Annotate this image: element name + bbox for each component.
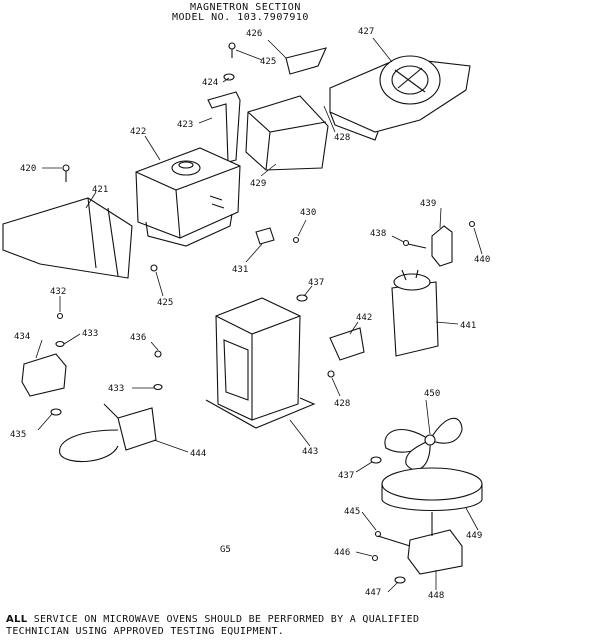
fan-blade-450 xyxy=(384,417,463,471)
warning-line-1: SERVICE ON MICROWAVE OVENS SHOULD BE PER… xyxy=(27,614,420,625)
label-433-right: 433 xyxy=(108,384,124,394)
label-449: 449 xyxy=(466,531,482,541)
screw-438 xyxy=(402,239,427,249)
screw-420 xyxy=(62,164,70,182)
wire-harness-444 xyxy=(59,403,157,463)
model-number: MODEL NO. 103.7907910 xyxy=(172,12,309,23)
service-warning-note: ALL SERVICE ON MICROWAVE OVENS SHOULD BE… xyxy=(6,614,419,638)
label-440: 440 xyxy=(474,255,490,265)
figure-code: G5 xyxy=(220,545,231,555)
washer-435 xyxy=(50,408,62,416)
label-446: 446 xyxy=(334,548,350,558)
label-436: 436 xyxy=(130,333,146,343)
label-420: 420 xyxy=(20,164,36,174)
label-443: 443 xyxy=(302,447,318,457)
thermal-protector-434 xyxy=(21,353,67,397)
label-423: 423 xyxy=(177,120,193,130)
blower-fan-assembly xyxy=(329,55,471,141)
label-438: 438 xyxy=(370,229,386,239)
washer-424 xyxy=(223,73,235,81)
leader-lines xyxy=(35,37,483,593)
label-447: 447 xyxy=(365,588,381,598)
label-437-upper: 437 xyxy=(308,278,324,288)
label-434: 434 xyxy=(14,332,30,342)
label-428-top: 428 xyxy=(334,133,350,143)
label-421: 421 xyxy=(92,185,108,195)
screw-436 xyxy=(154,350,162,358)
label-431: 431 xyxy=(232,265,248,275)
label-442: 442 xyxy=(356,313,372,323)
label-444: 444 xyxy=(190,449,206,459)
screw-445 xyxy=(374,530,411,547)
air-duct-429 xyxy=(245,95,329,171)
label-427: 427 xyxy=(358,27,374,37)
fan-shroud-449 xyxy=(381,467,483,511)
clip-431 xyxy=(255,227,275,245)
capacitor-441 xyxy=(391,269,439,357)
duct-421 xyxy=(2,197,133,279)
label-433-left: 433 xyxy=(82,329,98,339)
part-labels: 426 427 425 424 423 428 422 429 420 421 … xyxy=(10,27,490,601)
bracket-423 xyxy=(207,91,241,163)
label-429: 429 xyxy=(250,179,266,189)
section-title: MAGNETRON SECTION xyxy=(190,2,301,13)
screw-428-lower xyxy=(327,370,335,378)
washer-447 xyxy=(394,576,406,584)
capacitor-bracket-439 xyxy=(431,225,453,267)
washer-437-lower xyxy=(370,456,382,464)
screw-425 xyxy=(228,42,236,58)
magnetron-422 xyxy=(135,147,241,247)
label-424: 424 xyxy=(202,78,218,88)
label-448: 448 xyxy=(428,591,444,601)
label-441: 441 xyxy=(460,321,476,331)
fan-motor-448 xyxy=(407,512,463,575)
label-435: 435 xyxy=(10,430,26,440)
warning-line-2: TECHNICIAN USING APPROVED TESTING EQUIPM… xyxy=(6,626,285,637)
warning-lead-word: ALL xyxy=(6,614,28,625)
label-450: 450 xyxy=(424,389,440,399)
bracket-442 xyxy=(329,327,365,361)
label-426: 426 xyxy=(246,29,262,39)
label-422: 422 xyxy=(130,127,146,137)
label-445: 445 xyxy=(344,507,360,517)
screw-440 xyxy=(468,220,476,228)
washer-433-right xyxy=(153,383,163,391)
label-425-top: 425 xyxy=(260,57,276,67)
cover-plate-426 xyxy=(285,47,327,75)
screw-432 xyxy=(56,312,64,320)
screw-425-lower xyxy=(150,264,158,272)
label-432: 432 xyxy=(50,287,66,297)
label-428-lower: 428 xyxy=(334,399,350,409)
washer-437-upper xyxy=(296,294,308,302)
screw-430 xyxy=(292,236,300,244)
washer-433-left xyxy=(55,340,65,348)
label-437-lower: 437 xyxy=(338,471,354,481)
screw-446 xyxy=(371,554,379,562)
label-425-lower: 425 xyxy=(157,298,173,308)
label-439: 439 xyxy=(420,199,436,209)
transformer-443 xyxy=(205,297,316,429)
label-430: 430 xyxy=(300,208,316,218)
